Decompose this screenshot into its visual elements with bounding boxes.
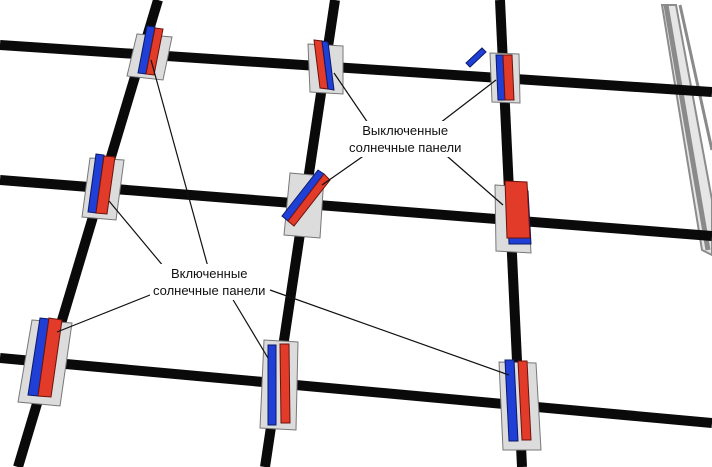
label-solar-panels-off: Выключенные солнечные панели: [346, 121, 465, 157]
leader-lines-on: [56, 59, 510, 376]
frame-structure: [660, 4, 712, 257]
solar-panel-red: [517, 360, 532, 441]
solar-panel-red: [504, 180, 531, 239]
module-middle-right: [494, 180, 532, 254]
solar-panel-red: [279, 343, 291, 424]
module-bottom-right: [498, 359, 542, 451]
solar-panel-red: [502, 54, 515, 101]
label-on-line2: солнечные панели: [153, 283, 266, 298]
solar-panel-red: [37, 317, 63, 398]
solar-panel-blue: [504, 359, 519, 442]
label-off-line1: Выключенные: [362, 123, 449, 138]
module-bottom-left: [17, 317, 73, 407]
solar-panel-detached: [465, 47, 487, 68]
solar-panel-red: [145, 27, 164, 76]
solar-panel-blue: [267, 344, 277, 426]
module-top-middle: [307, 39, 344, 95]
module-top-right: [465, 47, 521, 104]
module-top-left: [126, 25, 173, 81]
module-middle-left: [81, 153, 125, 221]
solar-panel-red: [95, 155, 116, 215]
beam-horizontal-bottom: [0, 353, 712, 428]
solar-panel-blue: [321, 40, 335, 91]
label-off-line2: солнечные панели: [349, 140, 462, 155]
label-solar-panels-on: Включенные солнечные панели: [150, 264, 269, 300]
label-on-line1: Включенные: [170, 266, 248, 281]
module-bottom-middle: [259, 339, 299, 431]
module-middle-center: [281, 169, 331, 239]
beam-horizontal-top: [0, 40, 712, 97]
